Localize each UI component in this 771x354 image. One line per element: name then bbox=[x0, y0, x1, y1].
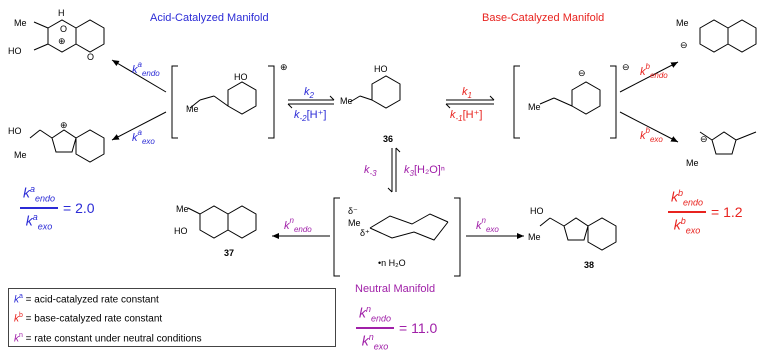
k-neutral-exo: knexo bbox=[476, 216, 499, 234]
k-base-exo: kbexo bbox=[640, 126, 663, 144]
arrow-acid-endo bbox=[111, 59, 167, 93]
me-label: Me bbox=[14, 18, 27, 28]
ho-label-4: HO bbox=[374, 64, 388, 74]
legend-acid: ka = acid-catalyzed rate constant bbox=[14, 293, 159, 306]
neutral-manifold-title: Neutral Manifold bbox=[355, 283, 436, 295]
arrow-acid-exo bbox=[111, 111, 167, 141]
legend-box: ka = acid-catalyzed rate constant kb = b… bbox=[8, 288, 336, 347]
ho-label-5: HO bbox=[174, 226, 188, 236]
me-label-9: Me bbox=[348, 218, 361, 228]
k1-label: k1 bbox=[462, 86, 472, 100]
delta-plus-label: δ⁺ bbox=[360, 228, 370, 238]
acid-ratio: kaendo kaexo = 2.0 bbox=[20, 182, 95, 234]
me-label-3: Me bbox=[186, 104, 199, 114]
acid-intermediate-bracket bbox=[171, 65, 275, 139]
legend-base: kb = base-catalyzed rate constant bbox=[14, 312, 163, 325]
ominus-label-2: ⊖ bbox=[680, 40, 688, 50]
k2-label: k2 bbox=[304, 86, 314, 100]
neutral-ts-bracket bbox=[333, 197, 461, 277]
ho-label: HO bbox=[8, 46, 22, 56]
compound-36-label: 36 bbox=[383, 134, 393, 144]
me-label-8: Me bbox=[176, 204, 189, 214]
base-endo-product bbox=[699, 19, 757, 53]
h-label: H bbox=[58, 8, 65, 18]
equilibrium-arrows bbox=[287, 95, 495, 193]
base-exo-product bbox=[699, 131, 757, 155]
arrow-base-exo bbox=[619, 111, 679, 143]
ho-label-6: HO bbox=[530, 206, 544, 216]
ominus-label-3: ⊖ bbox=[700, 134, 708, 144]
compound-38 bbox=[539, 217, 617, 251]
base-intermediate-bracket bbox=[513, 65, 617, 139]
k-minus-1-label: k-1[H⁺] bbox=[450, 109, 483, 123]
k-minus-3-label: k-3 bbox=[364, 164, 377, 178]
ominus-label: ⊖ bbox=[578, 68, 586, 78]
base-manifold-title: Base-Catalyzed Manifold bbox=[482, 12, 605, 24]
delta-minus-label: δ⁻ bbox=[348, 206, 358, 216]
minus-charge: ⊖ bbox=[622, 62, 630, 72]
base-ratio: kbendo kbexo = 1.2 bbox=[668, 186, 743, 238]
me-label-7: Me bbox=[686, 158, 699, 168]
k-acid-exo: kaexo bbox=[132, 128, 155, 146]
plus-charge: ⊕ bbox=[280, 62, 288, 72]
k-minus-2-label: k-2[H⁺] bbox=[294, 109, 327, 123]
compound-38-label: 38 bbox=[584, 260, 594, 270]
oplus-label: ⊕ bbox=[58, 36, 66, 46]
me-label-5: Me bbox=[528, 102, 541, 112]
k3-label: k3[H₂O]ⁿ bbox=[404, 164, 445, 178]
k-acid-endo: kaendo bbox=[132, 60, 160, 78]
ho-label-2: HO bbox=[8, 126, 22, 136]
me-label-10: Me bbox=[528, 232, 541, 242]
k-base-endo: kbendo bbox=[640, 62, 668, 80]
ho-label-3: HO bbox=[234, 72, 248, 82]
oxonium-o: O bbox=[60, 24, 67, 34]
neutral-ratio: knendo knexo = 11.0 bbox=[356, 302, 437, 354]
compound-37-label: 37 bbox=[224, 248, 234, 258]
ring-o-label: O bbox=[87, 52, 94, 62]
oplus-label-2: ⊕ bbox=[60, 120, 68, 130]
acid-endo-product bbox=[33, 19, 105, 53]
water-label: •n H₂O bbox=[378, 258, 406, 268]
me-label-2: Me bbox=[14, 150, 27, 160]
me-label-6: Me bbox=[676, 18, 689, 28]
compound-36 bbox=[349, 75, 401, 109]
arrow-base-endo bbox=[619, 61, 679, 93]
me-label-4: Me bbox=[340, 96, 353, 106]
legend-neutral: kn = rate constant under neutral conditi… bbox=[14, 331, 202, 344]
acid-exo-product bbox=[29, 129, 105, 163]
acid-manifold-title: Acid-Catalyzed Manifold bbox=[150, 12, 269, 24]
k-neutral-endo: knendo bbox=[284, 216, 312, 234]
compound-37 bbox=[187, 205, 257, 239]
